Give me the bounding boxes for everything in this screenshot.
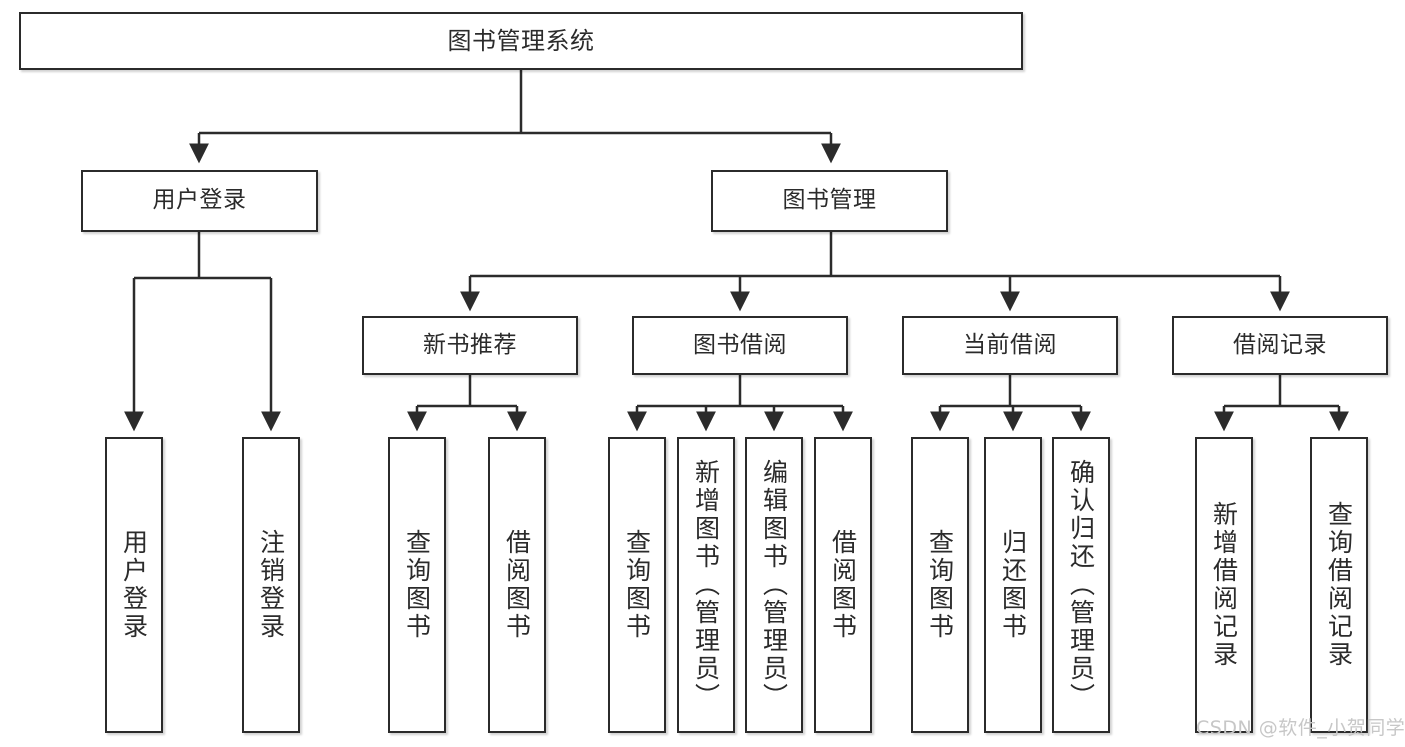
- leaf-query-record-label: 查询借阅记录: [1324, 501, 1354, 669]
- leaf-return-book-label: 归还图书: [998, 529, 1028, 641]
- csdn-watermark: CSDN @软件_小贺同学: [1196, 717, 1405, 739]
- node-user-login-label: 用户登录: [152, 187, 247, 214]
- leaf-add-record[interactable]: 新增借阅记录: [1195, 437, 1253, 733]
- node-root-label: 图书管理系统: [447, 26, 595, 55]
- node-borrow-record[interactable]: 借阅记录: [1172, 316, 1388, 375]
- leaf-query-book-2[interactable]: 查询图书: [608, 437, 666, 733]
- leaf-confirm-return-label: 确认归还（管理员）: [1066, 459, 1096, 711]
- leaf-logout[interactable]: 注销登录: [242, 437, 300, 733]
- node-book-manage[interactable]: 图书管理: [711, 170, 948, 232]
- leaf-borrow-book-1[interactable]: 借阅图书: [488, 437, 546, 733]
- node-new-book-rec[interactable]: 新书推荐: [362, 316, 578, 375]
- leaf-edit-book-label: 编辑图书（管理员）: [759, 459, 789, 711]
- leaf-query-book-1[interactable]: 查询图书: [388, 437, 446, 733]
- leaf-edit-book[interactable]: 编辑图书（管理员）: [745, 437, 803, 733]
- node-borrow-record-label: 借阅记录: [1233, 331, 1327, 358]
- leaf-borrow-book-1-label: 借阅图书: [502, 529, 532, 641]
- leaf-add-record-label: 新增借阅记录: [1209, 501, 1239, 669]
- leaf-confirm-return[interactable]: 确认归还（管理员）: [1052, 437, 1110, 733]
- node-book-borrow[interactable]: 图书借阅: [632, 316, 848, 375]
- node-user-login[interactable]: 用户登录: [81, 170, 318, 232]
- node-new-book-rec-label: 新书推荐: [423, 331, 517, 358]
- node-book-manage-label: 图书管理: [782, 187, 877, 214]
- leaf-query-record[interactable]: 查询借阅记录: [1310, 437, 1368, 733]
- node-current-borrow-label: 当前借阅: [963, 331, 1057, 358]
- leaf-add-book-label: 新增图书（管理员）: [691, 459, 721, 711]
- node-book-borrow-label: 图书借阅: [693, 331, 787, 358]
- leaf-user-login-label: 用户登录: [119, 529, 149, 641]
- leaf-add-book[interactable]: 新增图书（管理员）: [677, 437, 735, 733]
- leaf-query-book-2-label: 查询图书: [622, 529, 652, 641]
- leaf-query-book-3-label: 查询图书: [925, 529, 955, 641]
- leaf-query-book-1-label: 查询图书: [402, 529, 432, 641]
- leaf-borrow-book-2-label: 借阅图书: [828, 529, 858, 641]
- leaf-user-login[interactable]: 用户登录: [105, 437, 163, 733]
- leaf-return-book[interactable]: 归还图书: [984, 437, 1042, 733]
- leaf-logout-label: 注销登录: [256, 529, 286, 641]
- leaf-borrow-book-2[interactable]: 借阅图书: [814, 437, 872, 733]
- node-root[interactable]: 图书管理系统: [19, 12, 1023, 70]
- node-current-borrow[interactable]: 当前借阅: [902, 316, 1118, 375]
- leaf-query-book-3[interactable]: 查询图书: [911, 437, 969, 733]
